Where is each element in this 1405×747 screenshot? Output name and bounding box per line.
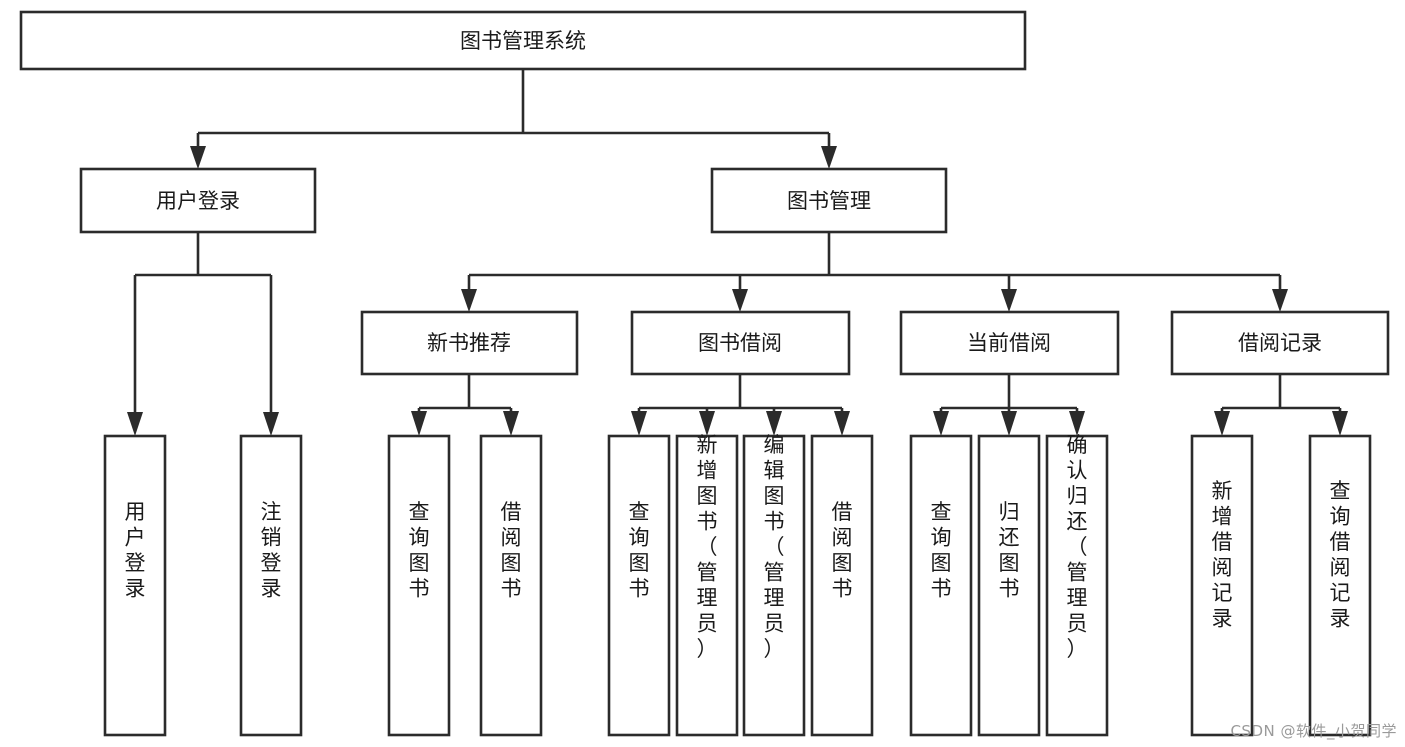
node-leaf-query-book-2-label: 查询图书 [629, 500, 650, 601]
arrow-to-borrowrecord [1272, 289, 1288, 312]
node-leaf-confirm-return-admin-label: 确认归还（管理员） [1067, 433, 1088, 661]
node-user-login[interactable]: 用户登录 [79, 167, 317, 234]
node-leaf-confirm-return-admin-box[interactable] [1045, 434, 1109, 737]
node-leaf-query-book-3-label: 查询图书 [931, 500, 952, 601]
node-current-borrow[interactable]: 当前借阅 [899, 310, 1120, 376]
arrow-bookborrow-c1 [631, 411, 647, 436]
node-leaf-add-borrow-record-label: 新增借阅记录 [1212, 479, 1233, 631]
node-leaf-user-login[interactable]: 用户登录 [103, 434, 167, 737]
node-leaf-edit-book-admin[interactable]: 编辑图书（管理员） [742, 433, 806, 737]
arrow-currentborrow-c2 [1001, 411, 1017, 436]
node-book-management-box[interactable] [710, 167, 948, 234]
node-book-borrow-label: 图书借阅 [698, 331, 782, 355]
arrow-currentborrow-c3 [1069, 411, 1085, 436]
node-leaf-query-borrow-record[interactable]: 查询借阅记录 [1308, 434, 1372, 737]
node-leaf-query-book-2[interactable]: 查询图书 [607, 434, 671, 737]
arrow-bookborrow-c4 [834, 411, 850, 436]
node-leaf-user-login-label: 用户登录 [125, 500, 146, 601]
node-borrow-record-box[interactable] [1170, 310, 1390, 376]
node-root-label: 图书管理系统 [460, 29, 586, 53]
node-leaf-add-book-admin-box[interactable] [675, 434, 739, 737]
node-leaf-query-book-2-box[interactable] [607, 434, 671, 737]
node-leaf-add-borrow-record[interactable]: 新增借阅记录 [1190, 434, 1254, 737]
arrow-borrowrecord-c2 [1332, 411, 1348, 436]
node-new-book-recommend[interactable]: 新书推荐 [360, 310, 579, 376]
node-leaf-add-book-admin-label: 新增图书（管理员） [697, 433, 718, 661]
csdn-watermark: CSDN @软件_小贺同学 [1230, 722, 1397, 740]
node-user-login-box[interactable] [79, 167, 317, 234]
arrow-bookborrow-c2 [699, 411, 715, 436]
connector-layer [127, 69, 1348, 436]
node-borrow-record[interactable]: 借阅记录 [1170, 310, 1390, 376]
node-new-book-recommend-label: 新书推荐 [427, 331, 511, 355]
node-leaf-confirm-return-admin[interactable]: 确认归还（管理员） [1045, 433, 1109, 737]
node-leaf-logout-box[interactable] [239, 434, 303, 737]
node-leaf-return-book[interactable]: 归还图书 [977, 434, 1041, 737]
node-book-management-label: 图书管理 [787, 189, 871, 213]
node-current-borrow-label: 当前借阅 [967, 331, 1051, 355]
node-leaf-add-borrow-record-box[interactable] [1190, 434, 1254, 737]
node-root-box[interactable] [19, 10, 1027, 71]
arrow-to-bookborrow [732, 289, 748, 312]
node-leaf-borrow-book-1[interactable]: 借阅图书 [479, 434, 543, 737]
arrow-to-book-mgmt [821, 146, 837, 169]
node-leaf-return-book-label: 归还图书 [999, 500, 1020, 601]
arrow-bookborrow-c3 [766, 411, 782, 436]
node-book-borrow-box[interactable] [630, 310, 851, 376]
node-leaf-query-book-1-label: 查询图书 [409, 500, 430, 601]
node-leaf-edit-book-admin-label: 编辑图书（管理员） [764, 433, 785, 661]
node-leaf-logout[interactable]: 注销登录 [239, 434, 303, 737]
node-leaf-add-book-admin[interactable]: 新增图书（管理员） [675, 433, 739, 737]
arrow-to-currentborrow [1001, 289, 1017, 312]
node-leaf-return-book-box[interactable] [977, 434, 1041, 737]
node-current-borrow-box[interactable] [899, 310, 1120, 376]
arrow-userlogin-c2 [263, 412, 279, 436]
node-leaf-query-borrow-record-label: 查询借阅记录 [1330, 479, 1351, 631]
arrow-to-newbook [461, 289, 477, 312]
node-leaf-query-book-1-box[interactable] [387, 434, 451, 737]
arrow-to-user-login [190, 146, 206, 169]
node-leaf-borrow-book-2[interactable]: 借阅图书 [810, 434, 874, 737]
node-borrow-record-label: 借阅记录 [1238, 331, 1322, 355]
node-leaf-borrow-book-2-box[interactable] [810, 434, 874, 737]
node-leaf-borrow-book-1-label: 借阅图书 [501, 500, 522, 601]
node-leaf-edit-book-admin-box[interactable] [742, 434, 806, 737]
node-leaf-borrow-book-2-label: 借阅图书 [832, 500, 853, 601]
node-root[interactable]: 图书管理系统 [19, 10, 1027, 71]
node-new-book-recommend-box[interactable] [360, 310, 579, 376]
node-user-login-label: 用户登录 [156, 189, 240, 213]
node-book-management[interactable]: 图书管理 [710, 167, 948, 234]
node-leaf-query-borrow-record-box[interactable] [1308, 434, 1372, 737]
node-leaf-query-book-3[interactable]: 查询图书 [909, 434, 973, 737]
arrow-userlogin-c1 [127, 412, 143, 436]
arrow-borrowrecord-c1 [1214, 411, 1230, 436]
node-book-borrow[interactable]: 图书借阅 [630, 310, 851, 376]
node-leaf-query-book-3-box[interactable] [909, 434, 973, 737]
node-leaf-query-book-1[interactable]: 查询图书 [387, 434, 451, 737]
node-leaf-user-login-box[interactable] [103, 434, 167, 737]
arrow-currentborrow-c1 [933, 411, 949, 436]
arrow-newbook-c2 [503, 411, 519, 436]
node-leaf-logout-label: 注销登录 [261, 500, 282, 601]
arrow-newbook-c1 [411, 411, 427, 436]
node-leaf-borrow-book-1-box[interactable] [479, 434, 543, 737]
